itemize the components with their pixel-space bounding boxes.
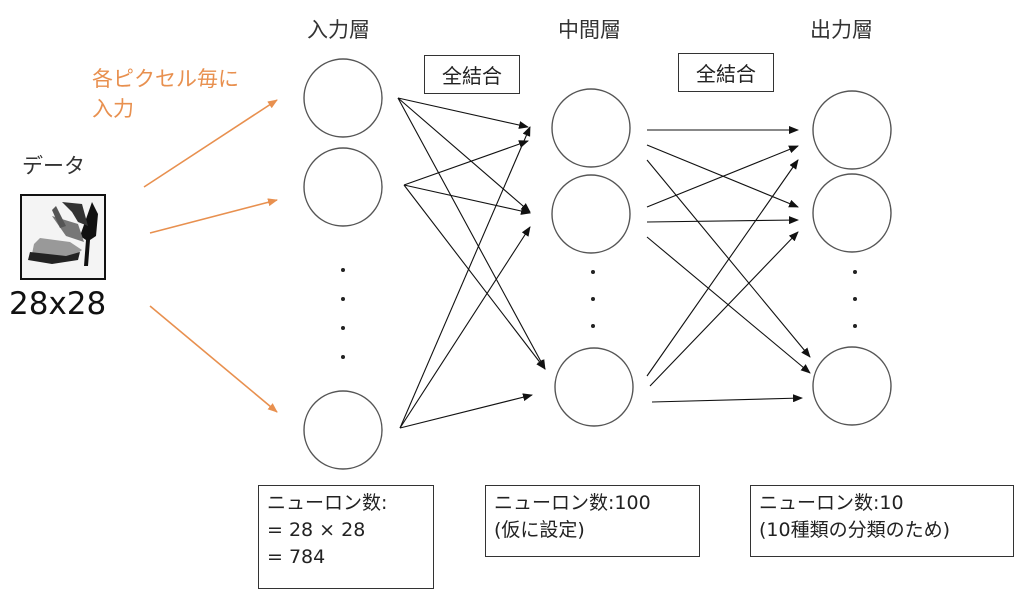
input-neuron	[303, 58, 383, 138]
output-info-line-1: ニューロン数:10	[759, 492, 904, 514]
input-neuron-count-box: ニューロン数: = 28 × 28 = 784	[258, 485, 434, 589]
hidden-info-line-2: (仮に設定)	[494, 519, 585, 541]
hidden-neuron	[551, 174, 631, 254]
fc2-label-box: 全結合	[678, 53, 774, 92]
annotation-line-1: 各ピクセル毎に	[92, 67, 239, 91]
hidden-ellipsis	[591, 270, 595, 328]
hidden-layer	[551, 88, 634, 427]
pixel-arrow-3	[149, 305, 278, 413]
pixel-arrow-2	[149, 198, 278, 234]
hidden-info-line-1: ニューロン数:100	[494, 492, 651, 514]
input-info-line-3: = 784	[267, 546, 326, 568]
annotation-line-2: 入力	[92, 97, 134, 121]
input-neuron	[303, 390, 383, 470]
fc2-label: 全結合	[696, 62, 756, 86]
output-neuron	[812, 173, 892, 253]
hidden-neuron	[551, 88, 631, 168]
input-layer-title: 入力層	[307, 18, 370, 42]
output-layer-title: 出力層	[810, 18, 873, 42]
input-ellipsis	[341, 268, 345, 359]
pixel-input-annotation: 各ピクセル毎に 入力	[92, 64, 239, 124]
output-info-line-2: (10種類の分類のため)	[759, 519, 951, 541]
hidden-neuron	[554, 347, 634, 427]
output-ellipsis	[853, 270, 857, 328]
fashion-sample-image	[20, 194, 106, 280]
output-layer	[812, 90, 892, 426]
output-neuron-count-box: ニューロン数:10 (10種類の分類のため)	[750, 485, 1014, 557]
fc1-label-box: 全結合	[424, 55, 520, 94]
hidden-layer-title: 中間層	[558, 18, 621, 42]
image-size-label: 28x28	[9, 286, 107, 322]
pixel-input-arrows	[143, 99, 278, 413]
pixel-arrow-1	[143, 99, 278, 188]
fc2-connections	[646, 126, 811, 403]
high-heel-sandal-icon	[22, 196, 104, 278]
input-layer	[303, 58, 383, 470]
fc1-connections	[397, 97, 546, 429]
data-label: データ	[22, 154, 85, 178]
input-info-line-1: ニューロン数:	[267, 492, 388, 514]
input-info-line-2: = 28 × 28	[267, 519, 366, 541]
output-neuron	[812, 346, 892, 426]
fc1-label: 全結合	[442, 64, 502, 88]
hidden-neuron-count-box: ニューロン数:100 (仮に設定)	[485, 485, 700, 557]
input-neuron	[303, 147, 383, 227]
output-neuron	[812, 90, 892, 170]
